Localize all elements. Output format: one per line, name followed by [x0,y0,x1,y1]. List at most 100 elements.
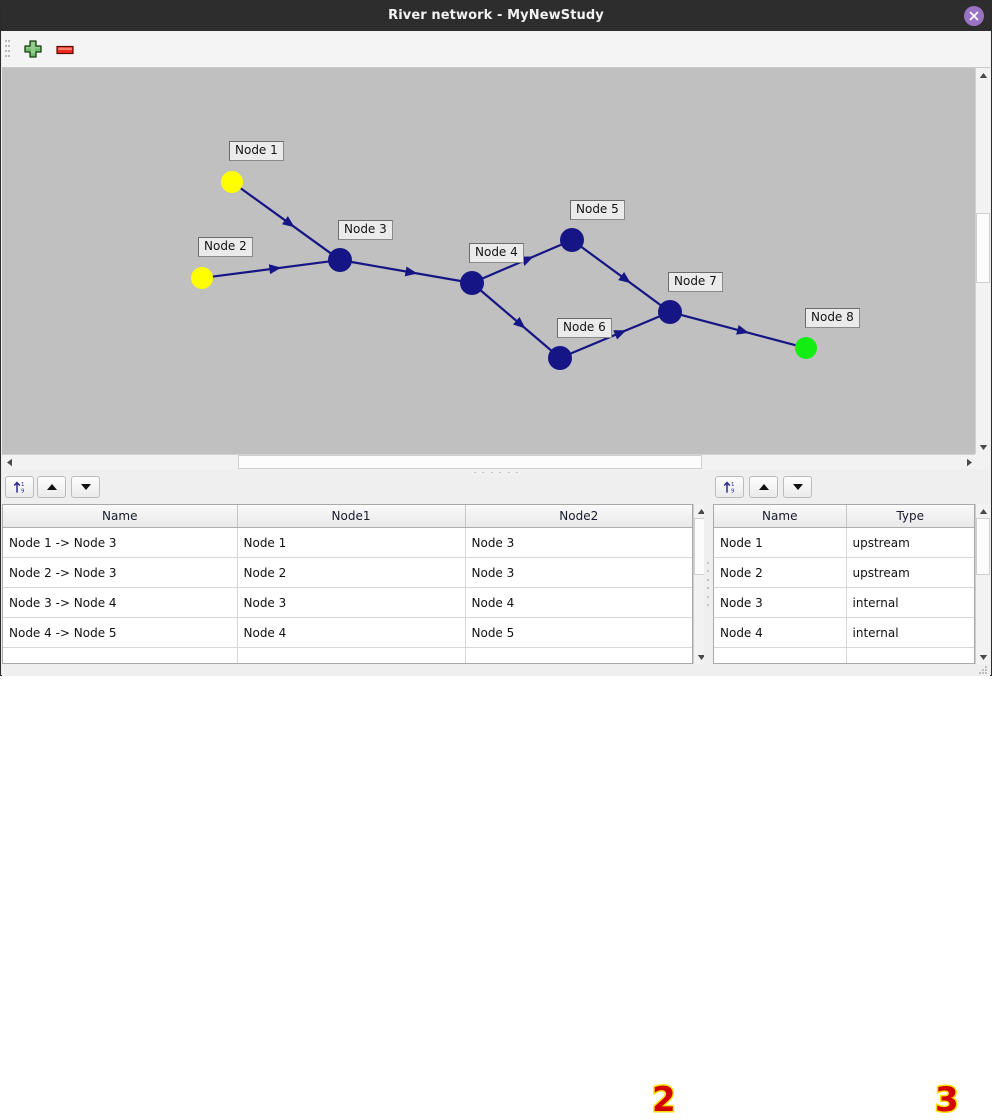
scrollbar-corner [975,454,990,469]
nodes-cell[interactable] [846,647,974,663]
graph-edge[interactable] [569,315,661,355]
links-cell[interactable]: Node 4 -> Node 5 [3,617,238,648]
links-column-header[interactable]: Name [3,505,238,528]
nodes-sort-button[interactable]: 1 9 [715,476,744,498]
graph-node[interactable] [548,346,572,370]
links-cell[interactable]: Node 3 [465,557,692,588]
nodes-cell[interactable]: Node 4 [714,617,847,648]
links-cell[interactable] [3,647,238,663]
links-cell[interactable]: Node 3 -> Node 4 [3,587,238,618]
nodes-column-header[interactable]: Type [846,505,974,528]
window-resize-grip[interactable] [979,666,987,674]
graph-node[interactable] [221,171,243,193]
table-row[interactable] [714,647,974,663]
graph-node-label[interactable]: Node 8 [805,308,860,328]
nodes-cell[interactable]: Node 2 [714,557,847,588]
nodes-cell[interactable]: internal [846,617,974,648]
network-diagram-canvas[interactable]: Node 1 Node 2 Node 3 Node 4 Node 5 Node 6 Node… [2,68,990,454]
links-column-header[interactable]: Node1 [237,505,466,528]
graph-node[interactable] [328,248,352,272]
graph-node-label[interactable]: Node 2 [198,237,253,257]
nodes-scroll-down-arrow-icon[interactable] [976,650,990,664]
graph-node-label[interactable]: Node 5 [570,200,625,220]
network-graph [191,171,817,370]
graph-node[interactable] [460,271,484,295]
links-move-up-button[interactable] [37,476,66,498]
canvas-horizontal-scrollbar[interactable] [2,454,976,469]
graph-node-label[interactable]: Node 7 [668,272,723,292]
graph-node[interactable] [795,337,817,359]
links-cell[interactable]: Node 4 [465,587,692,618]
nodes-move-up-button[interactable] [749,476,778,498]
links-cell[interactable]: Node 5 [465,617,692,648]
canvas-horizontal-scroll-thumb[interactable] [238,455,702,469]
graph-node[interactable] [191,267,213,289]
links-sort-button[interactable]: 1 9 [5,476,34,498]
links-move-down-button[interactable] [71,476,100,498]
links-cell[interactable]: Node 4 [237,617,466,648]
nodes-cell[interactable] [714,647,847,663]
links-cell[interactable]: Node 2 -> Node 3 [3,557,238,588]
graph-edge[interactable] [580,245,662,307]
graph-node-label[interactable]: Node 6 [557,318,612,338]
nodes-table-vertical-scrollbar[interactable] [975,504,990,664]
graph-node-label[interactable]: Node 1 [229,141,284,161]
graph-node[interactable] [560,228,584,252]
nodes-move-down-button[interactable] [783,476,812,498]
edge-arrowhead-icon [404,266,418,277]
nodes-cell[interactable]: upstream [846,557,974,588]
canvas-vertical-scrollbar[interactable] [975,68,990,454]
nodes-column-header[interactable]: Name [714,505,847,528]
scroll-down-arrow-icon[interactable] [976,440,990,454]
links-cell[interactable]: Node 1 -> Node 3 [3,527,238,558]
edge-arrowhead-icon [736,325,749,335]
nodes-cell[interactable]: internal [846,587,974,618]
svg-text:1: 1 [731,482,734,488]
scroll-left-arrow-icon[interactable] [2,455,16,469]
scroll-up-arrow-icon[interactable] [976,68,990,82]
links-cell[interactable] [465,647,692,663]
svg-text:9: 9 [21,488,25,494]
toolbar-grip[interactable] [5,40,10,58]
links-cell[interactable]: Node 1 [237,527,466,558]
vertical-splitter[interactable] [704,504,713,664]
scroll-right-arrow-icon[interactable] [962,455,976,469]
canvas-vertical-scroll-thumb[interactable] [976,213,990,283]
close-icon[interactable] [964,6,984,26]
delete-node-icon[interactable] [53,39,77,61]
graph-node[interactable] [658,300,682,324]
graph-node-label[interactable]: Node 4 [469,243,524,263]
nodes-table-scroll-thumb[interactable] [976,518,990,575]
nodes-cell[interactable]: upstream [846,527,974,558]
graph-edge[interactable] [479,289,553,352]
table-row[interactable] [3,647,692,663]
graph-node-label[interactable]: Node 3 [338,220,393,240]
links-cell[interactable]: Node 2 [237,557,466,588]
nodes-cell[interactable]: Node 3 [714,587,847,618]
links-cell[interactable]: Node 3 [237,587,466,618]
nodes-scroll-up-arrow-icon[interactable] [976,504,990,518]
nodes-pane-toolbar: 1 9 [713,473,990,501]
links-cell[interactable]: Node 3 [465,527,692,558]
status-strip [2,664,990,676]
nodes-cell[interactable]: Node 1 [714,527,847,558]
links-column-header[interactable]: Node2 [465,505,692,528]
add-node-icon[interactable] [21,39,45,61]
links-cell[interactable] [237,647,466,663]
edge-layer [211,186,797,355]
